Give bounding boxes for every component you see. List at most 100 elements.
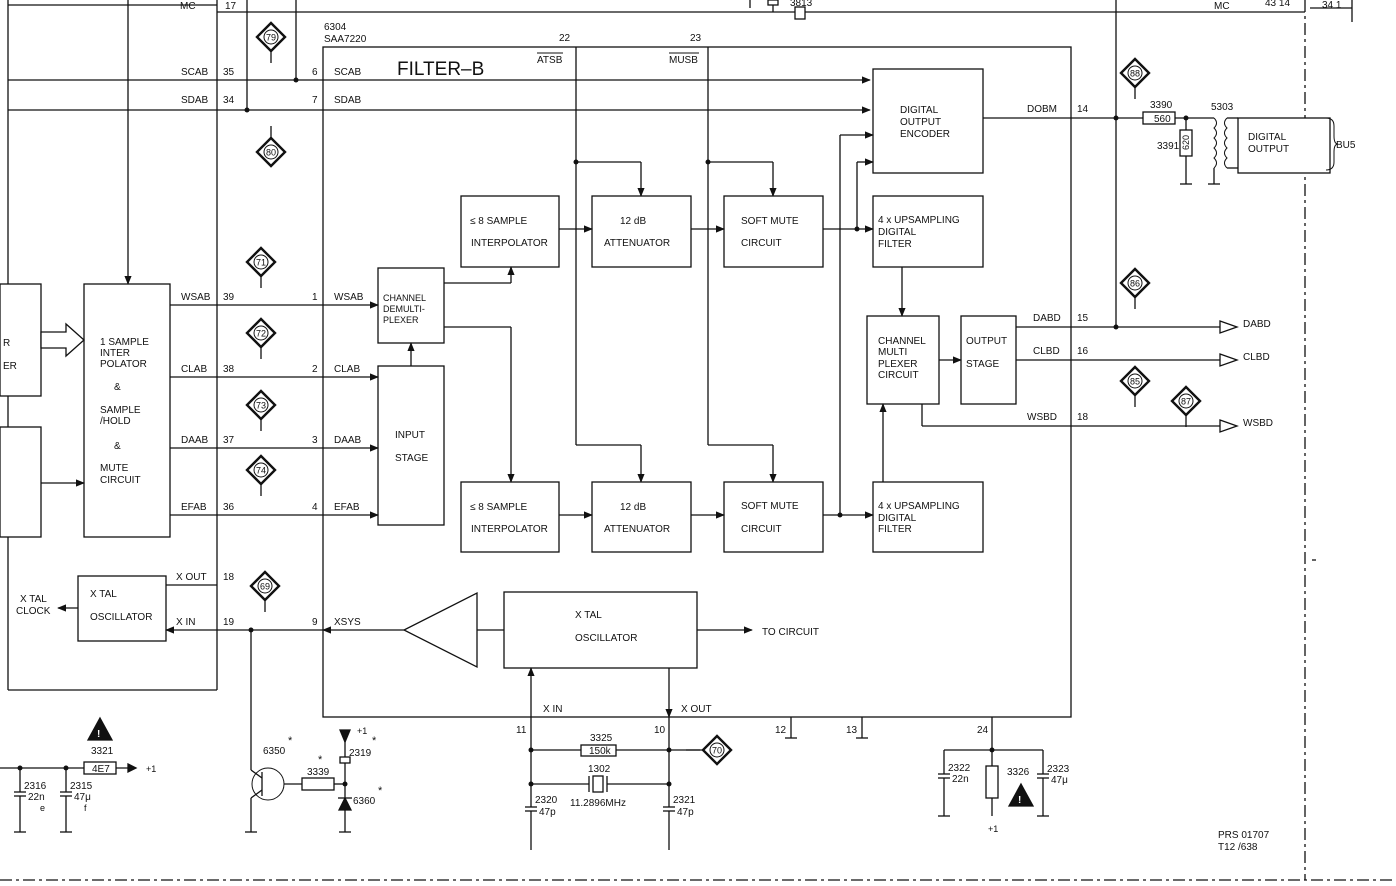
r3813-label: 3813	[790, 0, 813, 9]
interp1-line2: INTERPOLATOR	[471, 238, 548, 249]
lb-line8: MUTE	[100, 463, 129, 474]
xsys-label: XSYS	[334, 617, 361, 628]
sdab-label: SDAB	[181, 95, 209, 106]
q6350-transistor	[251, 767, 285, 801]
mux-line4: CIRCUIT	[878, 370, 919, 381]
r3326-label: 3326	[1007, 767, 1030, 778]
left-bus	[8, 0, 297, 691]
mute2-line2: CIRCUIT	[741, 524, 782, 535]
clab-pin2: 2	[312, 364, 318, 375]
clab-label: CLAB	[181, 364, 207, 375]
efab-pin1: 36	[223, 502, 235, 513]
bottom-x-in-label: X IN	[543, 704, 562, 715]
input-stage-block: INPUT STAGE	[377, 365, 445, 526]
c2316-value: 22n	[28, 792, 45, 803]
c2315-mark: f	[84, 803, 87, 813]
r3339-label: 3339	[307, 767, 330, 778]
ic-name: FILTER–B	[397, 59, 484, 80]
testpoint-70: 70	[686, 734, 733, 766]
internal-xtal-oscillator	[503, 591, 698, 669]
r3390-label: 3390	[1150, 100, 1173, 111]
wsab-pin2: 1	[312, 292, 318, 303]
x-out-label: X OUT	[176, 572, 207, 583]
demux-line1: CHANNEL	[383, 293, 426, 303]
channel-demultiplexer-block: CHANNEL DEMULTI- PLEXER	[377, 267, 445, 344]
atsb-label: ATSB	[537, 55, 563, 66]
mux-line2: MULTI	[878, 347, 907, 358]
bottom-pins: 11 10 12 13 24	[516, 717, 989, 739]
channel-multiplexer-block: CHANNEL MULTI PLEXER CIRCUIT	[866, 315, 940, 405]
ups2-line3: FILTER	[878, 524, 912, 535]
doenc-line2: OUTPUT	[900, 117, 941, 128]
pin10-label: 10	[654, 725, 666, 736]
supply-network: 2322 22n 3326 +1 2323 47μ !	[938, 717, 1070, 834]
testpoint-72: 72	[245, 317, 277, 359]
interp2-line1: ≤ 8 SAMPLE	[470, 502, 528, 513]
c2323-label: 2323	[1047, 764, 1070, 775]
output-stage-block: OUTPUT STAGE	[960, 315, 1017, 405]
pin12-label: 12	[775, 725, 787, 736]
wsbd-label: WSBD	[1027, 412, 1057, 423]
digital-output-network: 3390 560 620 3391 5303 DIGITAL OUTPUT BU…	[1142, 100, 1356, 185]
q6350-label: 6350	[263, 746, 286, 757]
soft-mute-1-block: SOFT MUTE CIRCUIT	[723, 195, 824, 268]
dabd-pin: 15	[1077, 313, 1089, 324]
testpoint-label: 69	[260, 582, 270, 592]
soft-mute-2-block: SOFT MUTE CIRCUIT	[723, 481, 824, 553]
doenc-line1: DIGITAL	[900, 105, 939, 116]
testpoint-label: 70	[712, 746, 722, 756]
c2321-value: 47p	[677, 807, 694, 818]
pin-atsb-number: 22	[559, 33, 571, 44]
sdab-line: SDAB 34 7 SDAB	[8, 95, 871, 114]
x1302-crystal	[592, 775, 604, 793]
r3390-value: 560	[1154, 114, 1171, 125]
r3325-value: 150k	[589, 746, 612, 757]
musb-label: MUSB	[669, 55, 698, 66]
r3321-value: 4E7	[92, 764, 110, 775]
supply-plus1: +1	[988, 824, 998, 834]
c2323-value: 47μ	[1051, 775, 1068, 786]
sdab-pin1: 34	[223, 95, 235, 106]
r3326-resistor	[985, 765, 999, 799]
testpoint-73: 73	[245, 389, 277, 431]
wsab-label: WSAB	[181, 292, 211, 303]
atten2-line1: 12 dB	[620, 502, 646, 513]
left-xtal-oscillator: X TAL OSCILLATOR X TAL CLOCK X OUT 18 X …	[16, 572, 323, 642]
ixtal-line1: X TAL	[575, 610, 602, 621]
bottom-x-out-label: X OUT	[681, 704, 712, 715]
daab-pin2: 3	[312, 435, 318, 446]
testpoint-label: 88	[1130, 69, 1140, 79]
lb-line2: INTER	[100, 348, 130, 359]
testpoint-71: 71	[245, 246, 277, 288]
scab-inner-label: SCAB	[334, 67, 362, 78]
buffer-amplifier	[402, 591, 478, 669]
testpoint-69: 69	[249, 570, 281, 612]
c2315-label: 2315	[70, 781, 93, 792]
c2316-mark: e	[40, 803, 45, 813]
clbd-label: CLBD	[1033, 346, 1060, 357]
efab-line: EFAB 36 4 EFAB	[170, 502, 379, 519]
ixtal-line2: OSCILLATOR	[575, 633, 637, 644]
svg-text:!: !	[1018, 795, 1021, 806]
testpoint-label: 85	[1130, 377, 1140, 387]
pin11-label: 11	[516, 725, 527, 736]
efab-label: EFAB	[181, 502, 207, 513]
r3325-label: 3325	[590, 733, 613, 744]
scab-label: SCAB	[181, 67, 209, 78]
ups1-line1: 4 x UPSAMPLING	[878, 215, 960, 226]
mux-line1: CHANNEL	[878, 336, 926, 347]
ic-type: SAA7220	[324, 34, 367, 45]
efab-inner-label: EFAB	[334, 502, 360, 513]
dout-line1: DIGITAL	[1248, 132, 1287, 143]
warning-icon-left	[86, 716, 114, 741]
x1302-value: 11.2896MHz	[570, 798, 626, 809]
mute1-line2: CIRCUIT	[741, 238, 782, 249]
footer-ref2: T12 /638	[1218, 842, 1258, 853]
interp2-line2: INTERPOLATOR	[471, 524, 548, 535]
ic-ref: 6304	[324, 22, 347, 33]
mute2-line1: SOFT MUTE	[741, 501, 799, 512]
outstage-line1: OUTPUT	[966, 336, 1007, 347]
wsbd-out-label: WSBD	[1243, 418, 1273, 429]
lb-line9: CIRCUIT	[100, 475, 141, 486]
